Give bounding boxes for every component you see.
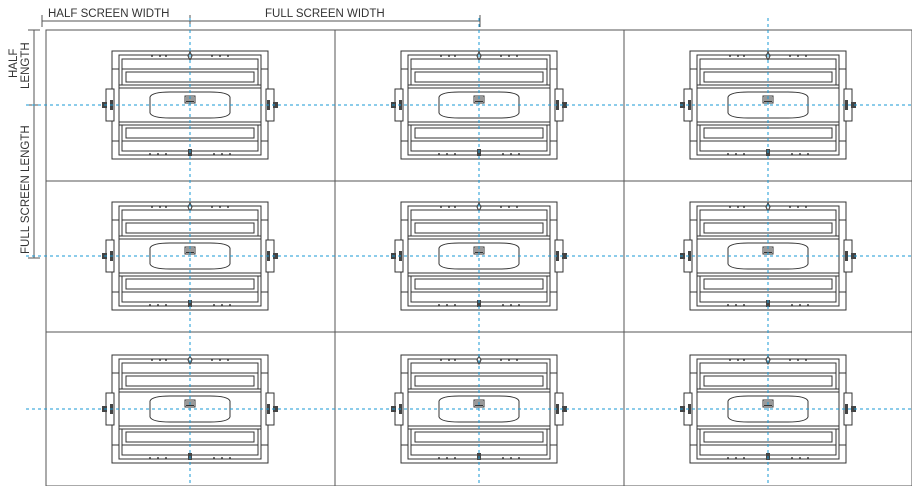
guide-lines [26, 18, 912, 486]
dimension-annotations [28, 15, 481, 259]
half-length-label-line1: HALF [8, 49, 20, 78]
full-screen-length-label: FULL SCREEN LENGTH [20, 125, 32, 254]
full-screen-width-label: FULL SCREEN WIDTH [265, 8, 385, 20]
half-screen-width-label: HALF SCREEN WIDTH [48, 8, 169, 20]
fixture-layer [102, 50, 856, 464]
half-length-label-line2: LENGTH [20, 42, 32, 89]
